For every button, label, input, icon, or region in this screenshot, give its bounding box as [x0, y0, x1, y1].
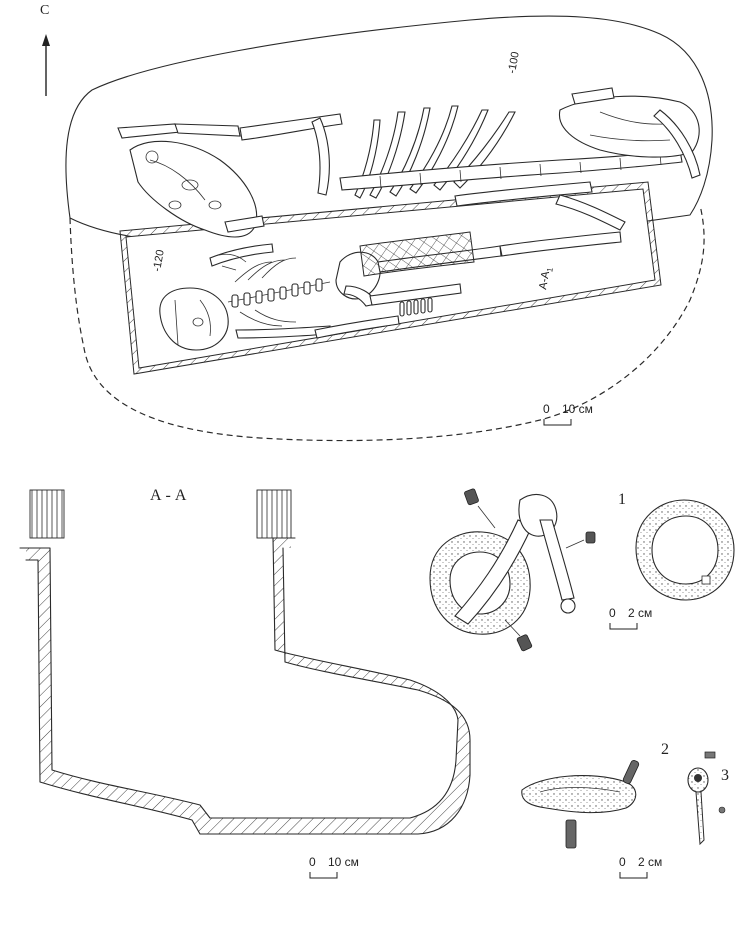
find-1-ring	[635, 499, 735, 601]
find-3-label: 3	[721, 767, 729, 784]
pit-outline-dashed	[69, 204, 705, 442]
phalanges	[399, 297, 433, 317]
horse-skeleton	[117, 87, 701, 238]
finds-scale2-zero: 0	[619, 855, 626, 869]
section-scale-text: 10 см	[328, 855, 359, 869]
grave-pit-rectangle	[119, 181, 662, 375]
find-3-pin	[687, 751, 726, 846]
find-2-label: 2	[661, 741, 669, 758]
section-scale-zero: 0	[309, 855, 316, 869]
section-line-label: А-А1	[537, 265, 555, 290]
section-contour	[19, 537, 459, 819]
finds: 1 0 2 см 2 3 0	[429, 488, 735, 879]
human-skeleton	[159, 231, 622, 351]
section-outer-contour	[25, 547, 471, 835]
finds-scale1-zero: 0	[609, 606, 616, 620]
burial-plan: -100 -120 А-А1 0 10 см	[65, 15, 713, 442]
section-scale-bar: 0 10 см	[309, 855, 359, 879]
vertebrae	[231, 278, 323, 308]
plan-scale-text: 10 см	[562, 402, 593, 416]
crosshatched-object	[359, 231, 475, 277]
finds-scale-bar-1: 0 2 см	[609, 606, 652, 630]
topsoil-right	[256, 489, 292, 539]
finds-scale2-text: 2 см	[638, 855, 662, 869]
section-soil-band	[26, 538, 470, 834]
finds-scale-bar-2: 0 2 см	[619, 855, 662, 879]
depth-mark-top: -100	[506, 51, 522, 75]
plan-scale-bar: 0 10 см	[543, 402, 593, 426]
north-label: С	[40, 3, 49, 18]
depth-mark-left: -120	[151, 249, 167, 273]
find-1-label: 1	[618, 491, 626, 508]
north-arrow-icon	[42, 34, 50, 96]
section-profile: А - А 0 10 см	[19, 487, 471, 879]
finds-scale1-text: 2 см	[628, 606, 652, 620]
topsoil-left	[29, 489, 65, 539]
find-1-horse-bit	[429, 488, 596, 652]
plan-scale-zero: 0	[543, 402, 550, 416]
section-title: А - А	[150, 487, 187, 504]
find-2-blade	[521, 760, 640, 849]
north-arrow: С	[40, 3, 50, 96]
